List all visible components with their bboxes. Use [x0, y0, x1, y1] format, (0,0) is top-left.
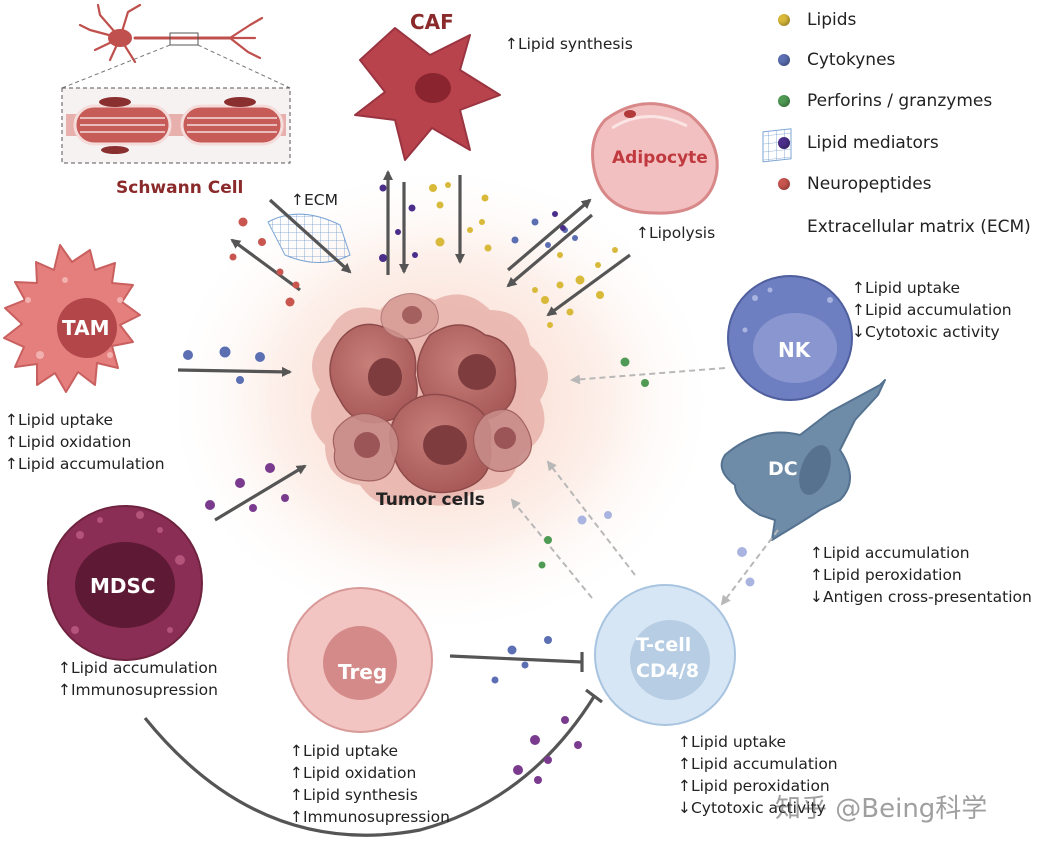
dc-label: DC — [768, 458, 798, 480]
t-cell-effect: ↑Lipid peroxidation — [678, 777, 830, 795]
lipid-dot-icon — [778, 14, 790, 26]
tam-effect: ↑Lipid oxidation — [5, 433, 132, 451]
t-cell-effect: ↑Lipid uptake — [678, 733, 787, 751]
schwann-cell-illustration — [61, 3, 291, 164]
legend-label: Lipid mediators — [807, 133, 939, 153]
adipocyte-cell — [591, 102, 719, 215]
legend-item-lipid-mediators: Lipid mediators — [778, 131, 939, 155]
molecule-dots — [183, 182, 755, 784]
mdsc-effect: ↑Immunosupression — [58, 681, 218, 699]
treg-label: Treg — [338, 660, 388, 684]
tam-cell — [3, 244, 141, 393]
legend-label: Cytokynes — [807, 50, 896, 70]
neuropeptide-dot-icon — [778, 178, 790, 190]
t-cell-effect: ↑Lipid accumulation — [678, 755, 838, 773]
legend-label: Neuropeptides — [807, 174, 932, 194]
nk-cell — [727, 275, 853, 401]
adipocyte-label: Adipocyte — [612, 148, 708, 168]
legend-item-lipids: Lipids — [778, 8, 856, 32]
legend-item-cytokynes: Cytokynes — [778, 48, 895, 72]
nk-label: NK — [778, 338, 811, 362]
caf-title: CAF — [410, 10, 454, 34]
ecm-mesh-icon — [267, 213, 351, 263]
treg-effect: ↑Lipid oxidation — [290, 764, 417, 782]
schwann-effect: ↑ECM — [291, 191, 338, 209]
treg-effect: ↑Lipid uptake — [290, 742, 399, 760]
schwann-title: Schwann Cell — [116, 178, 244, 198]
legend-item-perforins: Perforins / granzymes — [778, 89, 992, 113]
adipocyte-effect: ↑Lipolysis — [636, 224, 716, 242]
legend-label: Extracellular matrix (ECM) — [807, 217, 1031, 237]
dc-effect: ↑Lipid accumulation — [810, 544, 970, 562]
nk-effect: ↑Lipid accumulation — [852, 301, 1012, 319]
watermark: 知乎 @Being科学 — [775, 794, 988, 824]
caf-effect: ↑Lipid synthesis — [505, 35, 633, 53]
perforin-dot-icon — [778, 95, 790, 107]
lipid-mediator-dot-icon — [778, 137, 790, 149]
legend-label: Perforins / granzymes — [807, 91, 993, 111]
legend-item-neuropeptides: Neuropeptides — [778, 172, 932, 196]
t-cell-label-line2: CD4/8 — [636, 660, 700, 682]
legend-item-ecm: Extracellular matrix (ECM) — [807, 215, 1031, 239]
mdsc-label: MDSC — [90, 574, 156, 598]
t-cell-effect: ↓Cytotoxic activity — [678, 799, 826, 817]
legend-label: Lipids — [807, 10, 857, 30]
caf-cell — [354, 27, 501, 161]
inhibited-signal-arrows — [510, 367, 779, 606]
t-cell — [594, 584, 736, 726]
treg-effect: ↑Immunosupression — [290, 808, 450, 826]
treg-effect: ↑Lipid synthesis — [290, 786, 418, 804]
dc-effect: ↓Antigen cross-presentation — [810, 588, 1032, 606]
tam-effect: ↑Lipid accumulation — [5, 455, 165, 473]
mdsc-effect: ↑Lipid accumulation — [58, 659, 218, 677]
nk-effect: ↓Cytotoxic activity — [852, 323, 1000, 341]
mdsc-cell — [47, 505, 203, 661]
cytokine-dot-icon — [778, 54, 790, 66]
treg-cell — [287, 587, 433, 733]
t-cell-label-line1: T-cell — [636, 634, 692, 656]
dc-cell — [720, 379, 886, 541]
tam-effect: ↑Lipid uptake — [5, 411, 114, 429]
tam-label: TAM — [62, 316, 110, 340]
nk-effect: ↑Lipid uptake — [852, 279, 961, 297]
dc-effect: ↑Lipid peroxidation — [810, 566, 962, 584]
tumor-cells-label: Tumor cells — [376, 490, 485, 510]
tumor-cells-cluster — [311, 293, 548, 506]
